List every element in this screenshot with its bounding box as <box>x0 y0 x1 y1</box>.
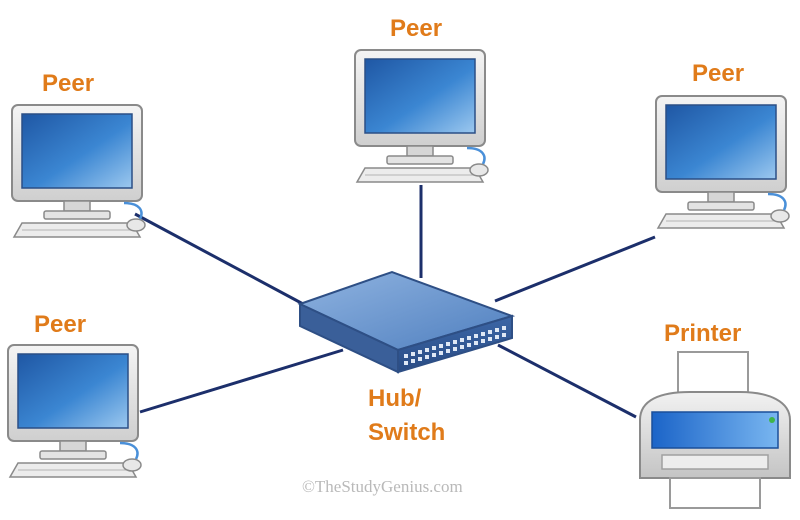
hub-label-line2: Switch <box>368 419 446 446</box>
peer-label-top-center: Peer <box>390 15 443 42</box>
desktop-computer-icon <box>10 103 147 239</box>
hub-label-line1: Hub/ <box>368 385 422 412</box>
desktop-computer-icon <box>6 343 143 479</box>
link-printer <box>497 343 637 419</box>
peer-label-top-left: Peer <box>42 70 95 97</box>
peer-label-top-right: Peer <box>692 60 745 87</box>
printer-icon <box>639 351 791 509</box>
watermark: ©TheStudyGenius.com <box>302 477 463 496</box>
link-peer-top-left <box>134 212 306 307</box>
network-switch-icon <box>297 270 516 374</box>
network-links <box>134 185 656 419</box>
peer-label-bottom-left: Peer <box>34 311 87 338</box>
link-peer-bottom-left <box>139 348 344 414</box>
desktop-computer-icon <box>353 48 490 184</box>
printer-label: Printer <box>664 320 742 347</box>
link-peer-top-right <box>494 235 656 303</box>
hub-switch-label: Hub/ Switch <box>368 382 445 450</box>
desktop-computer-icon <box>654 94 791 230</box>
